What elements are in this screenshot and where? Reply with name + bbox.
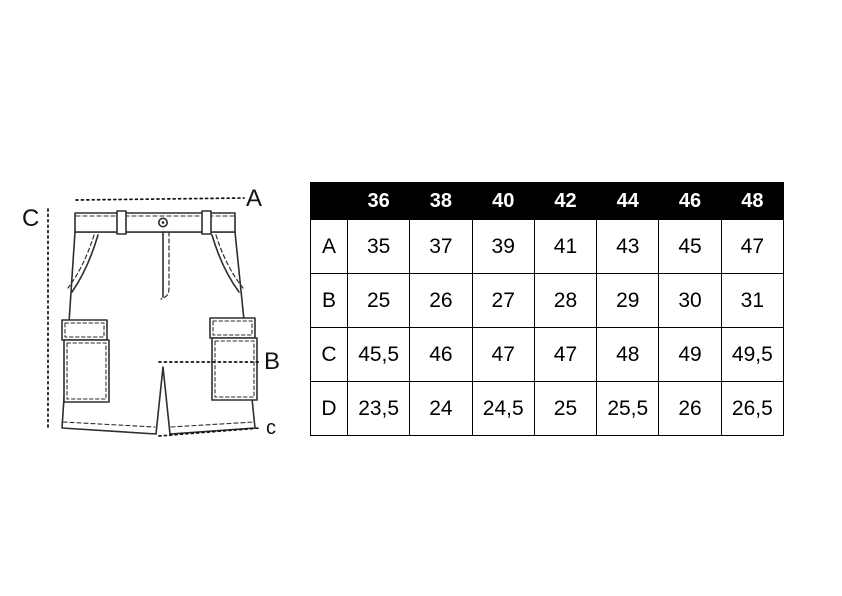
size-value-cell: 45,5 [346, 327, 411, 382]
size-value-cell: 49 [658, 327, 722, 382]
size-value-cell: 45 [658, 219, 722, 274]
size-value-cell: 37 [409, 219, 473, 274]
size-value-cell: 47 [533, 327, 598, 382]
measurement-label-a: A [246, 185, 263, 212]
size-column-header: 42 [533, 182, 598, 220]
measurement-label-hem: c [266, 417, 276, 439]
size-value-cell: 24 [409, 381, 473, 436]
size-value-cell: 26 [409, 273, 473, 328]
size-value-cell: 35 [346, 219, 411, 274]
size-value-cell: 29 [596, 273, 660, 328]
table-row: B 25 26 27 28 29 30 31 [310, 273, 785, 328]
measurement-label: B [310, 273, 348, 328]
size-value-cell: 39 [471, 219, 535, 274]
measurement-label: C [310, 327, 348, 382]
size-value-cell: 47 [720, 219, 785, 274]
measurement-label: D [310, 381, 348, 436]
size-value-cell: 46 [409, 327, 473, 382]
size-column-header: 44 [596, 182, 660, 220]
table-row: D 23,5 24 24,5 25 25,5 26 26,5 [310, 381, 785, 436]
size-value-cell: 25 [346, 273, 411, 328]
measure-line-hem [158, 427, 261, 437]
size-value-cell: 27 [471, 273, 535, 328]
size-value-cell: 26,5 [720, 381, 785, 436]
size-value-cell: 23,5 [346, 381, 411, 436]
size-value-cell: 43 [596, 219, 660, 274]
size-value-cell: 30 [658, 273, 722, 328]
measure-line-a [75, 197, 245, 201]
size-value-cell: 25,5 [596, 381, 660, 436]
cargo-shorts-diagram [47, 197, 262, 437]
size-table: 36 38 40 42 44 46 48 A 35 37 39 41 43 45… [310, 182, 785, 436]
table-row: A 35 37 39 41 43 45 47 [310, 219, 785, 274]
size-value-cell: 47 [471, 327, 535, 382]
size-column-header: 38 [409, 182, 473, 220]
size-value-cell: 31 [720, 273, 785, 328]
size-value-cell: 41 [533, 219, 598, 274]
size-column-header: 36 [346, 182, 411, 220]
size-value-cell: 49,5 [720, 327, 785, 382]
size-value-cell: 24,5 [471, 381, 535, 436]
measurement-label-c: C [22, 205, 40, 232]
size-value-cell: 48 [596, 327, 660, 382]
measurement-label-b: B [264, 348, 281, 375]
shorts-figure: A C B c [18, 185, 283, 450]
size-column-header: 40 [471, 182, 535, 220]
size-value-cell: 28 [533, 273, 598, 328]
size-table-corner [310, 182, 348, 220]
size-value-cell: 26 [658, 381, 722, 436]
measurement-label: A [310, 219, 348, 274]
size-column-header: 48 [720, 182, 785, 220]
table-row: C 45,5 46 47 47 48 49 49,5 [310, 327, 785, 382]
size-table-header-row: 36 38 40 42 44 46 48 [310, 182, 785, 220]
size-value-cell: 25 [533, 381, 598, 436]
size-column-header: 46 [658, 182, 722, 220]
measurement-lines [47, 197, 262, 437]
